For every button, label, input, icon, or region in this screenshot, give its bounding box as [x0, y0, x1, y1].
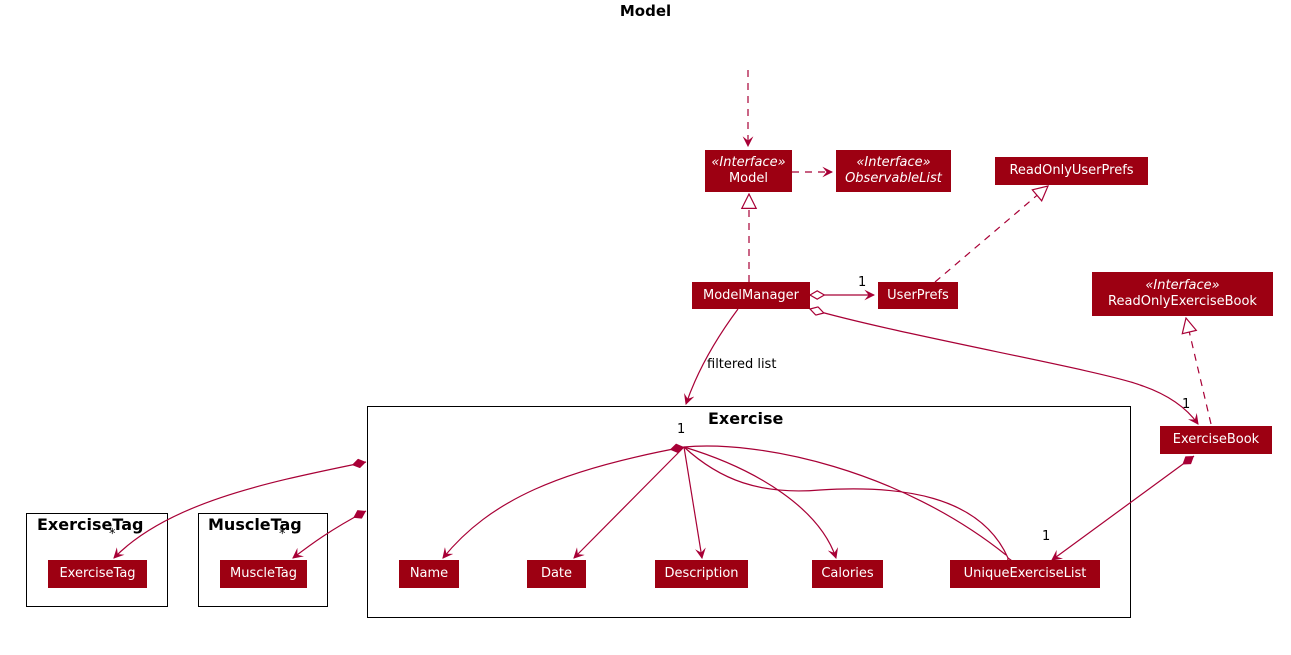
- edge-exercisebook-readonly: [1186, 318, 1212, 425]
- edge-exercise-uniquelist-2: [683, 445, 1007, 556]
- calories-class-name: Calories: [821, 566, 874, 581]
- date-class-name: Date: [540, 566, 573, 581]
- userprefs-node[interactable]: UserPrefs: [878, 282, 958, 309]
- exercisebook-name: ExerciseBook: [1172, 432, 1260, 447]
- edge-exercise-uniquelist: [683, 446, 1008, 558]
- userprefs-name: UserPrefs: [887, 287, 949, 303]
- muscletag-name: MuscleTag: [230, 566, 297, 581]
- calories-node[interactable]: Calories: [812, 560, 883, 588]
- edge-exercise-exercisetag: [113, 458, 367, 559]
- edge-exercise-date: [573, 446, 685, 559]
- multiplicity-exercisebook: 1: [1182, 397, 1191, 412]
- observablelist-interface-node[interactable]: «Interface» ObservableList: [836, 150, 951, 192]
- readonlyuserprefs-node[interactable]: ReadOnlyUserPrefs: [995, 157, 1148, 185]
- exercisetag-name: ExerciseTag: [59, 566, 136, 581]
- name-class-name: Name: [409, 566, 449, 581]
- filtered-list-label: filtered list: [707, 357, 777, 372]
- description-class-name: Description: [664, 566, 739, 581]
- modelmanager-name: ModelManager: [702, 287, 799, 303]
- edge-exercisebook-uniquelist: [1051, 455, 1195, 561]
- muscletag-node[interactable]: MuscleTag: [220, 560, 307, 588]
- diagram-title: Model: [619, 2, 672, 20]
- name-node[interactable]: Name: [399, 560, 459, 588]
- edge-modelmanager-exercisebook: [810, 309, 1198, 424]
- readonlyexercisebook-stereotype: «Interface»: [1145, 278, 1220, 293]
- edge-filtered-list: [684, 308, 739, 406]
- exercisebook-node[interactable]: ExerciseBook: [1160, 426, 1272, 454]
- edge-userprefs-readonly: [934, 186, 1048, 283]
- description-node[interactable]: Description: [655, 560, 748, 588]
- edge-exercise-description: [683, 446, 706, 560]
- edge-exercise-name: [442, 443, 685, 559]
- readonlyuserprefs-name: ReadOnlyUserPrefs: [1009, 163, 1134, 178]
- exercisetag-node[interactable]: ExerciseTag: [48, 560, 147, 588]
- multiplicity-exercisetag: *: [109, 527, 116, 542]
- exercise-package-label: Exercise: [708, 409, 784, 428]
- readonlyexercisebook-interface-node[interactable]: «Interface» ReadOnlyExerciseBook: [1092, 272, 1273, 316]
- multiplicity-userprefs: 1: [858, 275, 867, 290]
- edge-exercise-muscletag: [292, 510, 367, 559]
- multiplicity-muscletag: *: [279, 527, 286, 542]
- uniqueexerciselist-node[interactable]: UniqueExerciseList: [950, 560, 1100, 588]
- uniqueexerciselist-name: UniqueExerciseList: [963, 566, 1087, 581]
- readonlyexercisebook-name: ReadOnlyExerciseBook: [1108, 294, 1257, 309]
- edge-exercise-calories: [683, 446, 839, 560]
- date-node[interactable]: Date: [527, 560, 586, 588]
- model-name: Model: [728, 171, 769, 186]
- model-stereotype: «Interface»: [711, 155, 786, 170]
- modelmanager-node[interactable]: ModelManager: [692, 282, 810, 309]
- observablelist-name: ObservableList: [845, 171, 942, 186]
- multiplicity-exercise: 1: [677, 422, 686, 437]
- model-interface-node[interactable]: «Interface» Model: [705, 150, 792, 192]
- observablelist-stereotype: «Interface»: [856, 155, 931, 170]
- multiplicity-uniquelist: 1: [1042, 529, 1051, 544]
